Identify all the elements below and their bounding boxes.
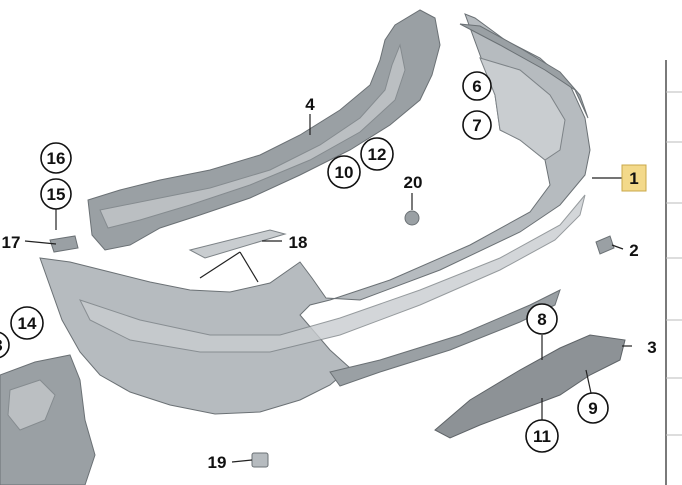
callout-12[interactable]: 12 [360,137,394,171]
callout-partial-left[interactable]: 3 [0,331,10,359]
svg-text:7: 7 [472,116,481,135]
svg-text:18: 18 [289,233,308,252]
svg-text:20: 20 [404,173,423,192]
svg-text:12: 12 [368,145,387,164]
callout-14[interactable]: 14 [10,306,44,340]
callout-8[interactable]: 8 [526,303,558,335]
svg-text:19: 19 [208,453,227,472]
svg-text:4: 4 [305,95,315,114]
callout-19[interactable]: 19 [208,453,227,472]
callout-2[interactable]: 2 [629,241,638,260]
callout-11[interactable]: 11 [525,419,559,453]
svg-text:2: 2 [629,241,638,260]
svg-text:3: 3 [0,336,3,355]
svg-text:14: 14 [18,314,37,333]
callout-15[interactable]: 15 [40,178,72,210]
svg-text:16: 16 [47,149,66,168]
svg-text:3: 3 [647,338,656,357]
callout-16[interactable]: 16 [40,142,72,174]
callout-7[interactable]: 7 [462,110,492,140]
underbody-diffuser [434,334,626,439]
svg-text:9: 9 [588,399,597,418]
callout-10[interactable]: 10 [327,155,361,189]
callout-4[interactable]: 4 [305,95,315,114]
reflector-strip [188,229,287,259]
callout-18[interactable]: 18 [289,233,308,252]
callout-6[interactable]: 6 [462,71,492,101]
svg-text:8: 8 [537,310,546,329]
callout-9[interactable]: 9 [577,392,609,424]
callout-20[interactable]: 20 [404,173,423,192]
side-table-fragment [665,60,682,485]
callout-1[interactable]: 1 [621,164,647,192]
small-parts [49,210,615,468]
callout-3[interactable]: 3 [647,338,656,357]
bumper-support-bar [87,9,441,251]
svg-text:1: 1 [629,169,638,188]
rear-bumper-cover [39,13,591,415]
svg-text:17: 17 [2,233,21,252]
svg-text:10: 10 [335,163,354,182]
leader-lines [24,114,632,463]
svg-text:15: 15 [47,185,66,204]
svg-text:11: 11 [533,427,551,446]
svg-text:6: 6 [472,77,481,96]
side-bracket [0,354,96,485]
callout-17[interactable]: 17 [2,233,21,252]
